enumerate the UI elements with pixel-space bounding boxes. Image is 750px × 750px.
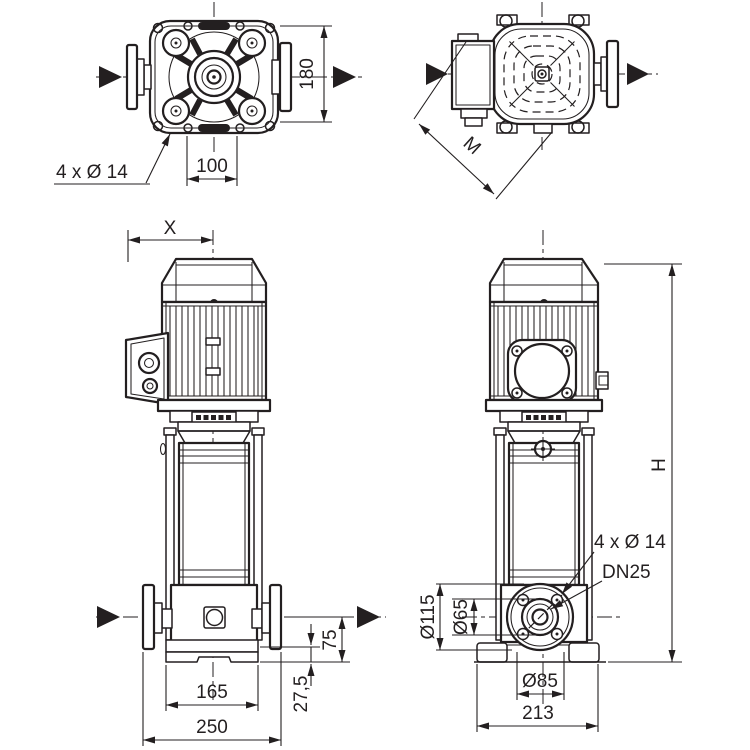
dim-75: 75 <box>260 616 350 663</box>
view-front-elevation: X <box>96 218 386 746</box>
suction-port <box>141 583 173 651</box>
dim-100-label: 100 <box>196 156 228 177</box>
pump-base-housing <box>474 582 606 663</box>
dim-hub-65: Ø65 <box>451 598 535 636</box>
base-foot <box>476 642 508 663</box>
dim-27-5-label: 27,5 <box>291 676 312 713</box>
dim-100: 100 <box>186 136 238 186</box>
cooling-fins <box>169 306 259 396</box>
discharge-port <box>251 583 283 651</box>
cable-gland <box>141 377 159 395</box>
motor-body <box>488 300 609 404</box>
flow-direction-arrow <box>333 66 356 88</box>
terminal-box <box>124 331 170 406</box>
dim-85-label: Ø85 <box>522 671 558 692</box>
cable-gland <box>460 108 488 119</box>
housing-ribs <box>174 37 254 117</box>
bolt-holes-callout: 4 x Ø 14 <box>594 532 666 553</box>
dim-flange-od-115: Ø115 <box>418 583 524 651</box>
dim-65-label: Ø65 <box>451 599 472 635</box>
flow-direction-arrow <box>99 66 122 88</box>
label-bolt-holes: 4 x Ø 14 <box>54 133 171 185</box>
base-foot <box>568 642 600 663</box>
dim-180: 180 <box>280 25 332 123</box>
motor-body <box>160 300 268 402</box>
base-feet <box>165 651 259 663</box>
motor-lantern <box>484 398 604 444</box>
vent-plug <box>531 437 555 461</box>
dim-X: X <box>127 218 213 262</box>
cable-gland <box>137 351 161 375</box>
terminal-box <box>450 33 496 127</box>
corner-bolt-bosses <box>161 28 267 126</box>
dim-H: H <box>604 263 682 663</box>
base-plate <box>165 639 259 653</box>
dim-M-label: M <box>459 133 485 159</box>
dim-X-label: X <box>164 218 177 239</box>
bolt-holes-callout: 4 x Ø 14 <box>56 162 128 183</box>
port-size-callout: DN25 <box>602 562 651 583</box>
cable-gland <box>464 117 483 127</box>
fan-cover <box>488 257 600 307</box>
stage-column <box>495 434 593 641</box>
dim-213-label: 213 <box>522 703 554 724</box>
view-pump-top-plan: 180 100 4 x Ø 14 <box>54 2 362 186</box>
flow-direction-arrow <box>426 63 448 85</box>
port-flange-face <box>505 582 575 652</box>
flow-direction-arrow <box>357 606 380 628</box>
dim-H-label: H <box>649 458 670 472</box>
dim-bolt-circle-85: Ø85 <box>516 652 565 700</box>
flow-direction-arrow <box>97 606 120 628</box>
discharge-flange <box>271 41 293 113</box>
fan-cover <box>160 257 268 307</box>
connector-stub <box>595 371 609 390</box>
view-motor-top-plan: M <box>413 2 658 200</box>
fan-grille <box>503 35 581 113</box>
view-side-elevation: 4 x Ø 14 DN25 Ø115 Ø65 Ø85 213 <box>418 230 682 732</box>
dim-250: 250 <box>142 652 282 746</box>
pump-base-housing <box>141 583 283 663</box>
dim-75-label: 75 <box>320 629 341 650</box>
suction-flange <box>125 43 152 111</box>
discharge-flange <box>593 39 620 109</box>
dim-180-label: 180 <box>297 58 318 90</box>
flow-direction-arrow <box>627 63 649 85</box>
label-dn25: DN25 <box>550 562 651 610</box>
dim-213: 213 <box>476 664 599 732</box>
label-bolt-holes: 4 x Ø 14 <box>561 532 666 595</box>
dim-115-label: Ø115 <box>418 594 439 639</box>
dim-165-label: 165 <box>196 682 228 703</box>
shaft-hub <box>186 49 242 105</box>
motor-lantern <box>156 398 272 444</box>
dim-27-5: 27,5 <box>260 624 320 712</box>
dim-165: 165 <box>165 665 259 711</box>
dim-250-label: 250 <box>196 717 228 738</box>
housing-screws <box>152 21 276 133</box>
